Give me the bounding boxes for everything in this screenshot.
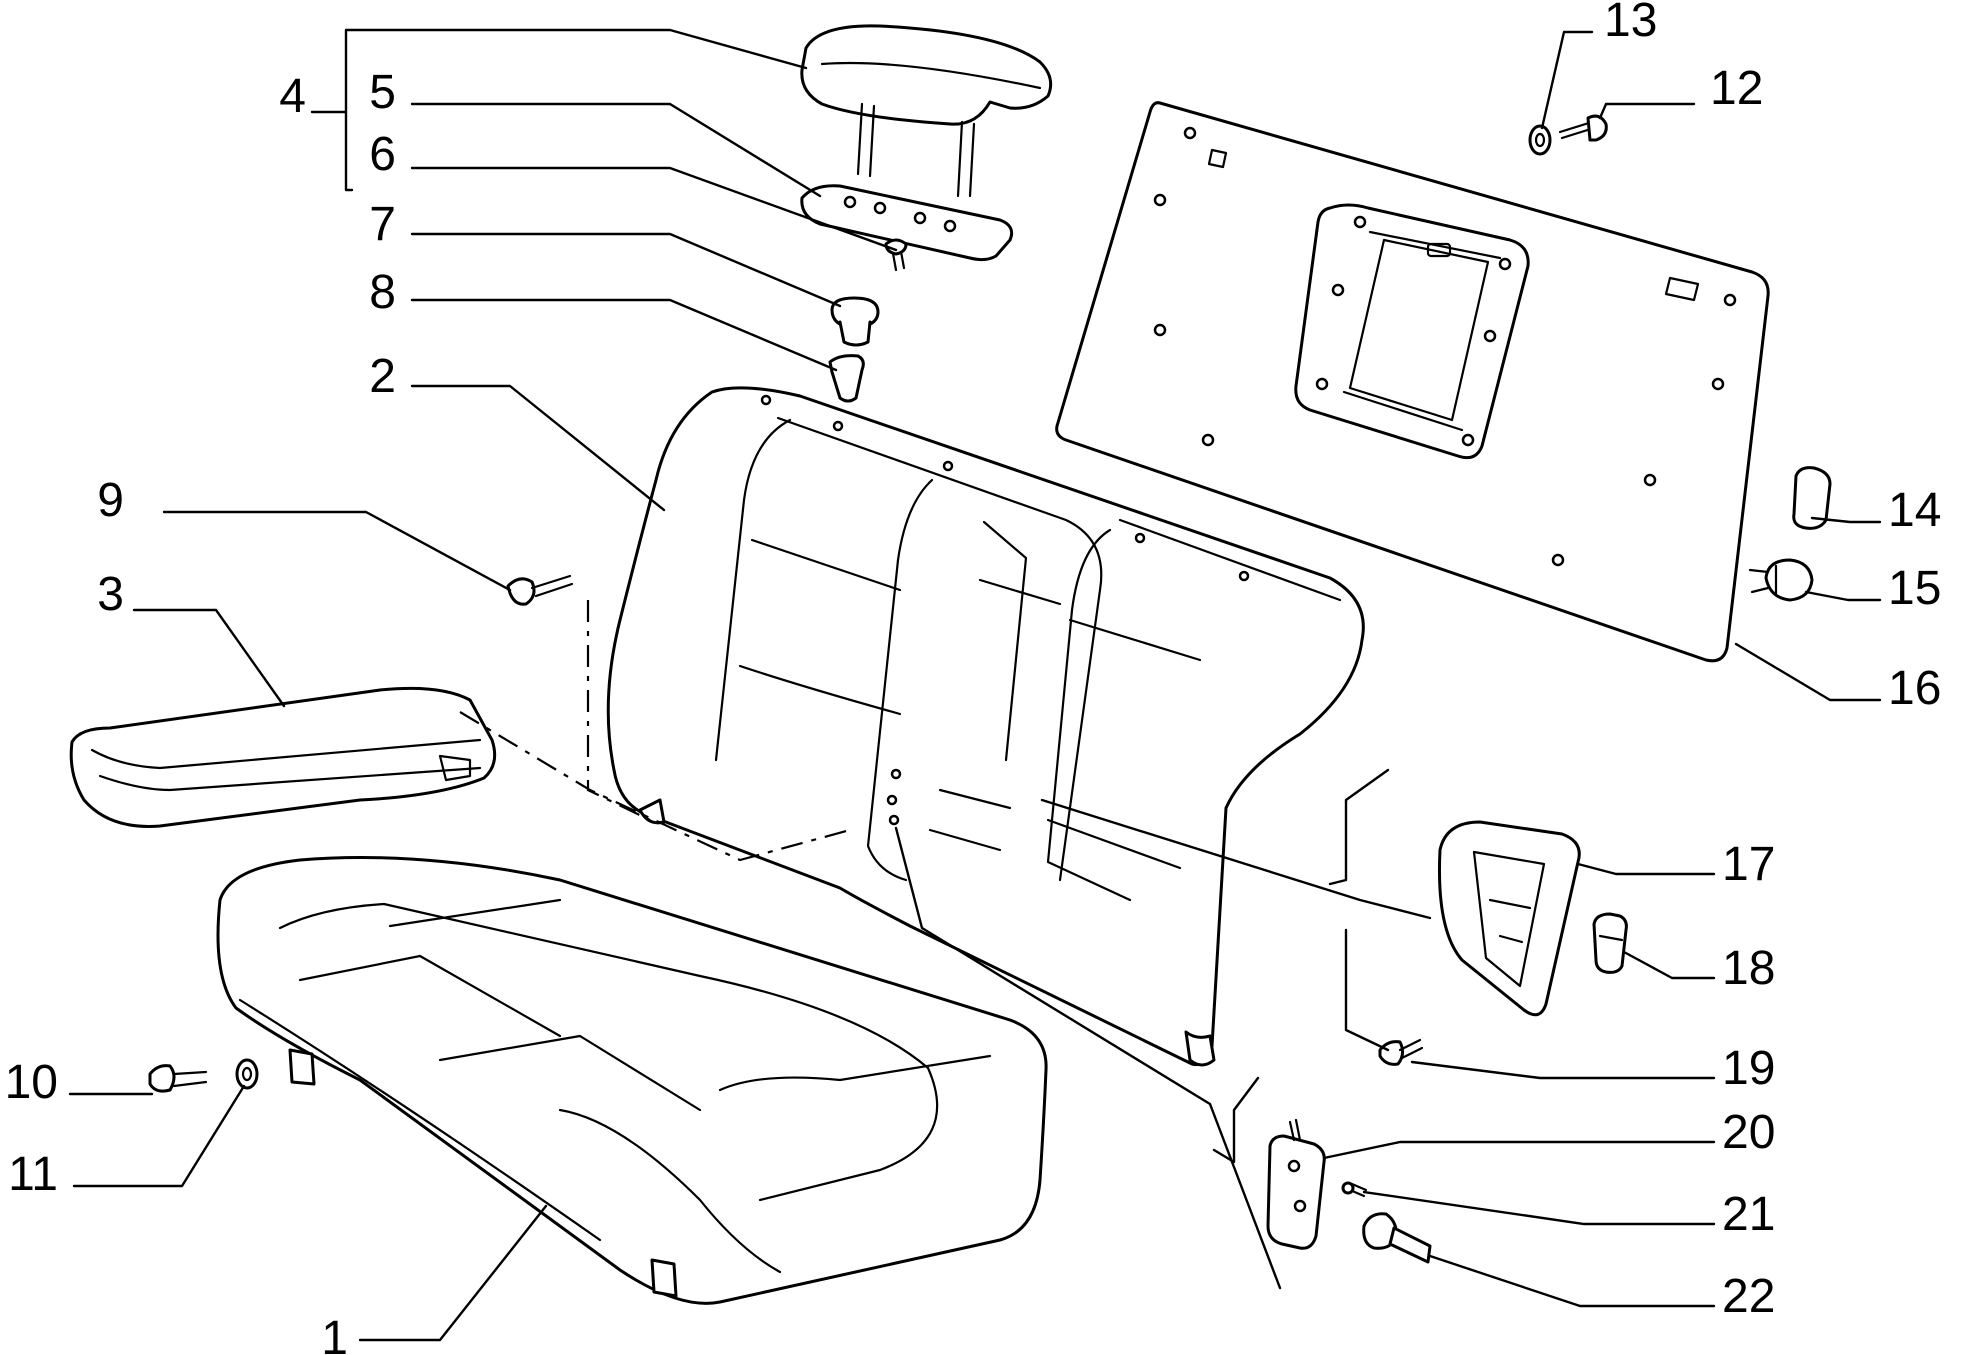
callout-11: 11 xyxy=(8,1148,58,1201)
clip-part-18 xyxy=(1592,912,1628,974)
leader-6 xyxy=(410,166,898,252)
leader-19 xyxy=(1410,1060,1716,1080)
callout-1: 1 xyxy=(321,1312,348,1355)
callout-15: 15 xyxy=(1888,562,1941,615)
callout-5: 5 xyxy=(369,66,396,119)
screw-part-10 xyxy=(148,1064,208,1093)
callout-18: 18 xyxy=(1722,942,1775,995)
leader-16 xyxy=(1734,642,1882,702)
leader-lines xyxy=(68,28,1882,1342)
callout-19: 19 xyxy=(1722,1042,1775,1095)
leader-9 xyxy=(162,510,512,592)
callout-9: 9 xyxy=(97,474,124,527)
callout-3: 3 xyxy=(97,568,124,621)
callout-20: 20 xyxy=(1722,1106,1775,1159)
sleeve-part-8 xyxy=(828,354,865,403)
sleeve-part-7 xyxy=(830,296,880,347)
screw-part-9 xyxy=(506,574,574,606)
leader-8 xyxy=(410,298,838,372)
leader-15 xyxy=(1804,590,1882,602)
rear-backrest-panel xyxy=(1055,101,1770,663)
armrest-part-3 xyxy=(69,686,497,828)
belt-guide-part-17 xyxy=(1438,820,1581,1017)
leader-12 xyxy=(1598,102,1696,120)
leader-3 xyxy=(132,608,286,708)
callout-labels: 1 2 3 4 5 6 7 8 9 10 11 12 13 14 15 16 1… xyxy=(5,0,1942,1355)
callout-21: 21 xyxy=(1722,1188,1775,1241)
pin-part-22 xyxy=(1362,1212,1432,1264)
seat-cushion-part-1 xyxy=(216,856,1048,1305)
clip-part-15 xyxy=(1748,558,1814,602)
leader-7 xyxy=(410,232,842,308)
leader-1 xyxy=(358,1204,548,1342)
headrest-part-4 xyxy=(800,24,1053,198)
leader-4 xyxy=(310,28,808,192)
backrest-part-2 xyxy=(606,386,1365,1067)
callout-7: 7 xyxy=(369,198,396,251)
leader-17 xyxy=(1576,862,1716,876)
leader-backrest-x1 xyxy=(1040,798,1432,920)
callout-8: 8 xyxy=(369,266,396,319)
leader-5 xyxy=(410,102,822,198)
leader-backrest-x2 xyxy=(894,826,1282,1290)
leader-13 xyxy=(1540,30,1594,130)
callout-4: 4 xyxy=(279,70,306,123)
leader-18 xyxy=(1622,950,1716,980)
leader-21 xyxy=(1362,1190,1716,1226)
callout-14: 14 xyxy=(1888,484,1941,537)
assembly-dash-lines xyxy=(459,600,851,862)
leader-20 xyxy=(1322,1140,1716,1160)
callout-6: 6 xyxy=(369,128,396,181)
panel-screw-holes xyxy=(1153,126,1737,567)
callout-10: 10 xyxy=(5,1056,58,1109)
screw-part-19 xyxy=(1378,1038,1424,1066)
screw-part-21 xyxy=(1341,1181,1368,1198)
leader-2 xyxy=(410,384,666,512)
callout-2: 2 xyxy=(369,350,396,403)
headrest-guide-part-5 xyxy=(800,184,1014,262)
leader-22 xyxy=(1428,1254,1716,1308)
callout-16: 16 xyxy=(1888,662,1941,715)
callout-22: 22 xyxy=(1722,1270,1775,1323)
leader-11 xyxy=(72,1084,246,1188)
section-bracket-lines xyxy=(1212,768,1390,1164)
callout-12: 12 xyxy=(1710,62,1763,115)
callout-13: 13 xyxy=(1604,0,1657,47)
screw-part-12 xyxy=(1558,114,1608,142)
washer-part-11 xyxy=(235,1058,259,1090)
leader-14 xyxy=(1810,516,1882,524)
hinge-plate-part-20 xyxy=(1266,1118,1326,1250)
washer-part-13 xyxy=(1528,124,1552,156)
screw-part-6 xyxy=(884,238,908,272)
callout-17: 17 xyxy=(1722,838,1775,891)
